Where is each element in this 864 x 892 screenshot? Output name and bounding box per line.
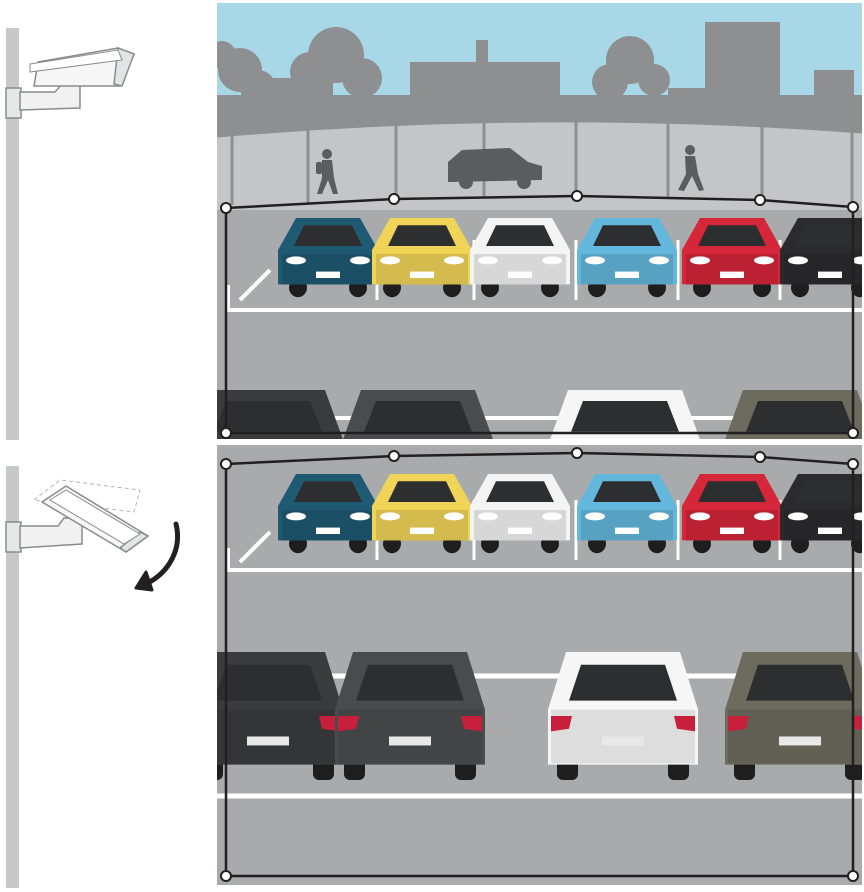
cars-bottom <box>278 474 862 554</box>
car-teal-car-top <box>278 218 378 298</box>
camera-level-icon <box>19 46 136 111</box>
car-yellow-car-top <box>372 218 472 298</box>
car-black-car-bottom <box>780 474 862 554</box>
pedestrian-icon <box>316 149 338 194</box>
car-grey-car-bottom <box>335 652 485 780</box>
frame-top-handles <box>220 190 859 439</box>
bottom-panel <box>217 445 862 885</box>
car-red-car-top <box>682 218 782 298</box>
car-red-car-bottom <box>682 474 782 554</box>
car-olive-car-bottom <box>725 652 862 780</box>
top-panel <box>217 3 862 439</box>
car-blue-car-bottom <box>577 474 677 554</box>
pole-top-shaft <box>6 28 19 440</box>
car-white-car-bottom <box>470 474 570 554</box>
pole-bottom-shaft <box>6 466 19 888</box>
parked-car-silhouette-icon <box>448 148 542 189</box>
pedestrian-icon-2 <box>678 145 704 191</box>
car-black-car-top <box>780 218 862 298</box>
tilt-arrow-icon <box>134 521 180 592</box>
pole-top <box>5 28 22 440</box>
frame-bottom-handles <box>220 447 859 882</box>
cars-bottom-front <box>217 652 862 780</box>
camera-tilted-icon <box>19 479 150 553</box>
car-blue-car-top <box>577 218 677 298</box>
cars-top <box>278 218 862 298</box>
frame-top <box>224 194 855 435</box>
cars-top-front <box>217 390 862 439</box>
car-olive-car-top <box>725 390 862 439</box>
frame-bottom <box>224 451 855 878</box>
fence-posts <box>230 119 854 206</box>
car-white-car-front-top <box>550 390 700 439</box>
car-teal-car-bottom <box>278 474 378 554</box>
car-grey-car-top <box>343 390 493 439</box>
car-dark-car-left-top <box>217 390 343 439</box>
pole-bottom <box>5 466 22 888</box>
car-white-car-top <box>470 218 570 298</box>
car-yellow-car-bottom <box>372 474 472 554</box>
car-dark-car-left-bottom <box>217 652 343 780</box>
car-white-car-front-bottom <box>548 652 698 780</box>
